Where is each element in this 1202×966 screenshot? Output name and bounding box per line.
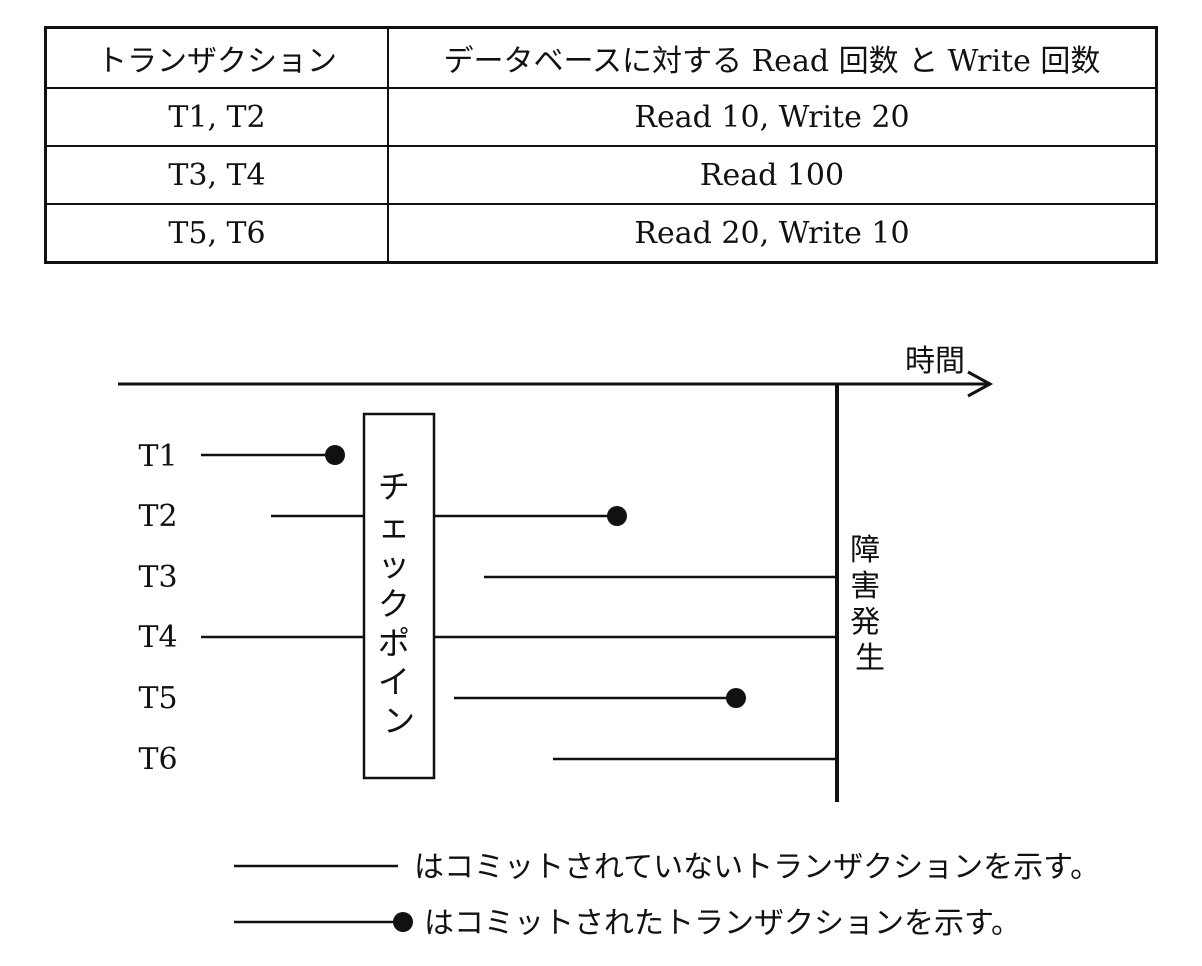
checkpoint-char: ッ (378, 546, 410, 584)
commit-dot-t1 (325, 445, 345, 465)
commit-dot-t5 (726, 688, 746, 708)
checkpoint-char: イ (378, 663, 410, 701)
legend-commit-dot (393, 912, 413, 932)
cell-transaction: T5, T6 (44, 203, 389, 264)
cell-read-write: Read 10, Write 20 (387, 87, 1158, 147)
transaction-label-t5: T5 (138, 681, 177, 716)
cell-read-write: Read 100 (387, 145, 1158, 205)
cell-read-write: Read 20, Write 10 (387, 203, 1158, 264)
legend-uncommitted-text: はコミットされていないトランザクションを示す。 (414, 850, 1100, 885)
cell-transaction: T3, T4 (44, 145, 389, 205)
checkpoint-char: チ (378, 468, 410, 506)
failure-char: 害 (850, 569, 880, 604)
failure-char: 発 (850, 605, 880, 640)
header-read-write-count: データベースに対する Read 回数 と Write 回数 (387, 26, 1158, 89)
commit-dot-t2 (607, 506, 627, 526)
transaction-lines: T1 T2 T3 T4 T5 T6 (138, 439, 837, 777)
checkpoint-label: チ ェ ッ ク ポ イ ン (378, 468, 420, 740)
time-label: 時間 (905, 344, 965, 379)
time-arrow-icon (967, 370, 994, 398)
table-row: T1, T2 Read 10, Write 20 (44, 87, 1158, 147)
cell-transaction: T1, T2 (44, 87, 389, 147)
checkpoint-char: ェ (378, 507, 410, 545)
table-row: T3, T4 Read 100 (44, 145, 1158, 205)
failure-char: 障 (850, 533, 880, 568)
checkpoint-char: ク (378, 585, 410, 623)
table-header-row: トランザクション データベースに対する Read 回数 と Write 回数 (44, 26, 1158, 89)
checkpoint-char: ポ (378, 624, 410, 662)
transaction-label-t6: T6 (138, 742, 177, 777)
failure-char: 生 (855, 641, 885, 676)
transaction-table: トランザクション データベースに対する Read 回数 と Write 回数 T… (44, 26, 1158, 264)
header-transaction: トランザクション (44, 26, 389, 89)
legend: はコミットされていないトランザクションを示す。 はコミットされたトランザクション… (234, 850, 1100, 941)
transaction-label-t1: T1 (138, 439, 177, 474)
checkpoint-box (362, 412, 436, 780)
transaction-label-t2: T2 (138, 499, 177, 534)
transaction-label-t4: T4 (138, 620, 177, 655)
failure-label: 障 害 発 生 (850, 533, 890, 676)
transaction-label-t3: T3 (138, 560, 177, 595)
checkpoint-char: ン (383, 702, 415, 740)
legend-committed-text: はコミットされたトランザクションを示す。 (424, 906, 1021, 941)
table-row: T5, T6 Read 20, Write 10 (44, 203, 1158, 264)
